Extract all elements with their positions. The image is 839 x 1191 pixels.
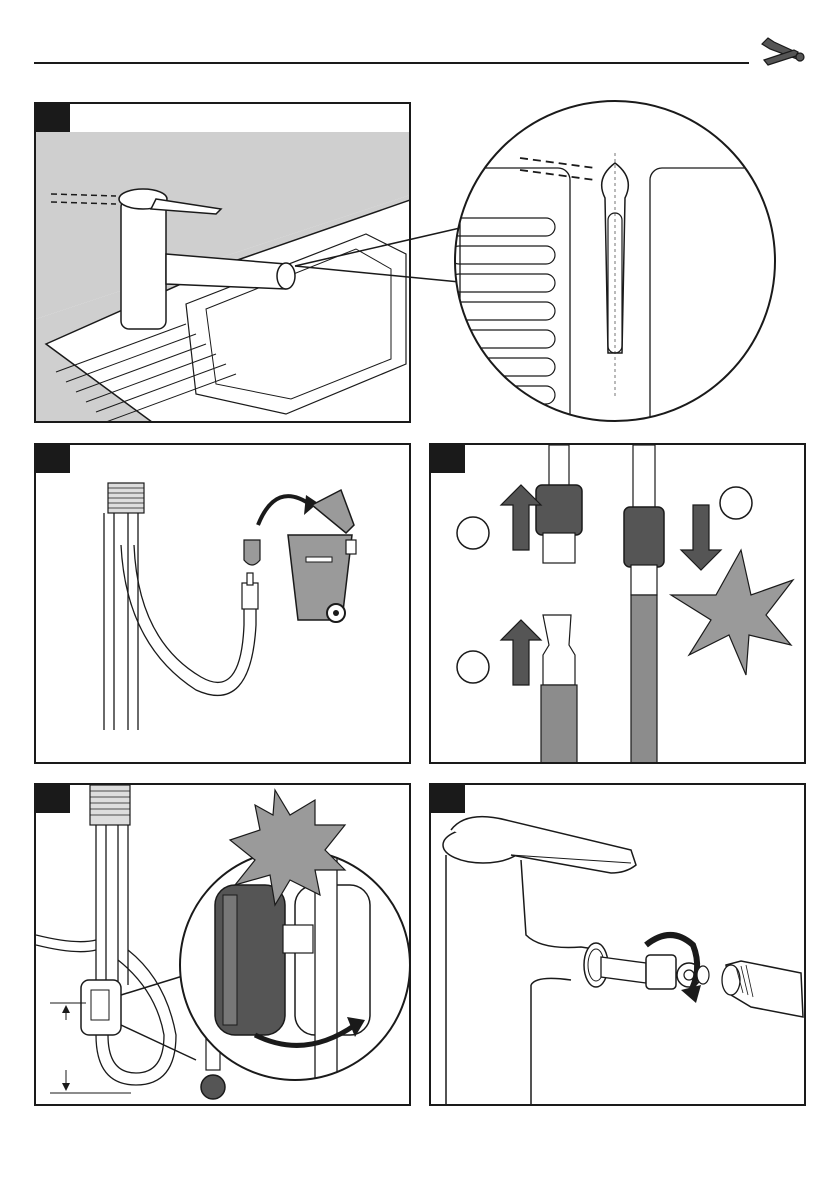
spout-head-illustration [431,785,806,1106]
hose-plug-bin-illustration [36,445,411,764]
header-rule [34,62,749,64]
step-4-magnifier [175,785,415,1105]
step-2-panel [34,443,411,764]
step-3-panel [429,443,806,764]
wrench-screwdriver-icon [758,34,806,68]
quick-connector-illustration [431,445,806,764]
step-5-panel [429,783,806,1106]
step-1-magnifier [290,98,790,428]
